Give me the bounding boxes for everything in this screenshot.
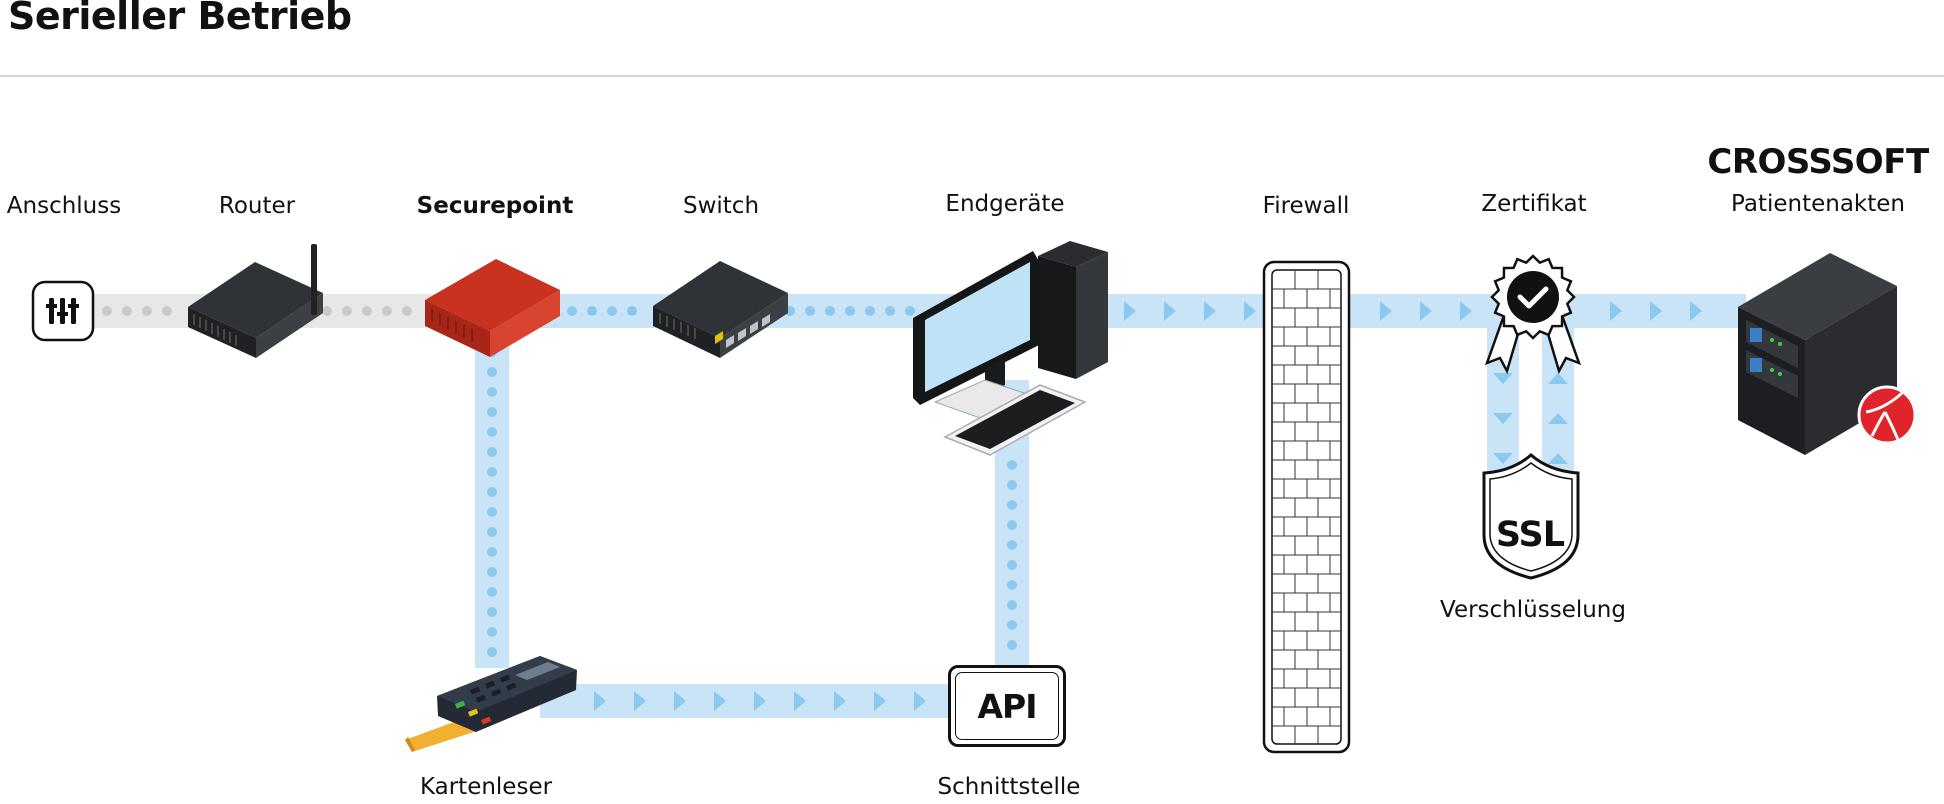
label-switch: Switch xyxy=(682,193,760,219)
router-icon xyxy=(188,244,323,358)
firewall-wall-icon xyxy=(1262,260,1351,754)
inactive-dots xyxy=(102,306,412,316)
certificate-icon xyxy=(1484,254,1582,375)
monitor xyxy=(913,251,1040,419)
api-icon: API xyxy=(948,665,1066,747)
title-divider xyxy=(0,75,1944,77)
ssl-shield-icon xyxy=(1482,453,1580,580)
label-endgeraete: Endgeräte xyxy=(945,191,1065,217)
switch-icon xyxy=(653,261,788,358)
label-securepoint: Securepoint xyxy=(416,193,574,219)
label-zertifikat: Zertifikat xyxy=(1481,191,1587,217)
label-verschluesselung: Verschlüsselung xyxy=(1440,597,1626,623)
label-anschluss: Anschluss xyxy=(6,193,122,219)
brand-crosssoft: CROSSSOFT xyxy=(1707,142,1929,182)
securepoint-appliance-icon xyxy=(425,259,560,357)
ssl-label: SSL xyxy=(1495,515,1565,555)
crosssoft-logo-icon xyxy=(1857,385,1917,445)
label-firewall: Firewall xyxy=(1262,193,1350,219)
card-reader-icon xyxy=(405,656,577,752)
api-inner-border xyxy=(955,672,1059,740)
page-title: Serieller Betrieb xyxy=(8,0,352,38)
label-router: Router xyxy=(218,193,296,219)
workstation-icon xyxy=(913,241,1108,456)
label-patientenakten: Patientenakten xyxy=(1731,191,1905,217)
port-icon xyxy=(31,280,95,342)
label-kartenleser: Kartenleser xyxy=(419,774,553,800)
api-label: API xyxy=(977,686,1037,726)
keyboard xyxy=(943,384,1087,456)
label-schnittstelle: Schnittstelle xyxy=(937,774,1081,800)
flow-arrows xyxy=(594,301,1702,711)
